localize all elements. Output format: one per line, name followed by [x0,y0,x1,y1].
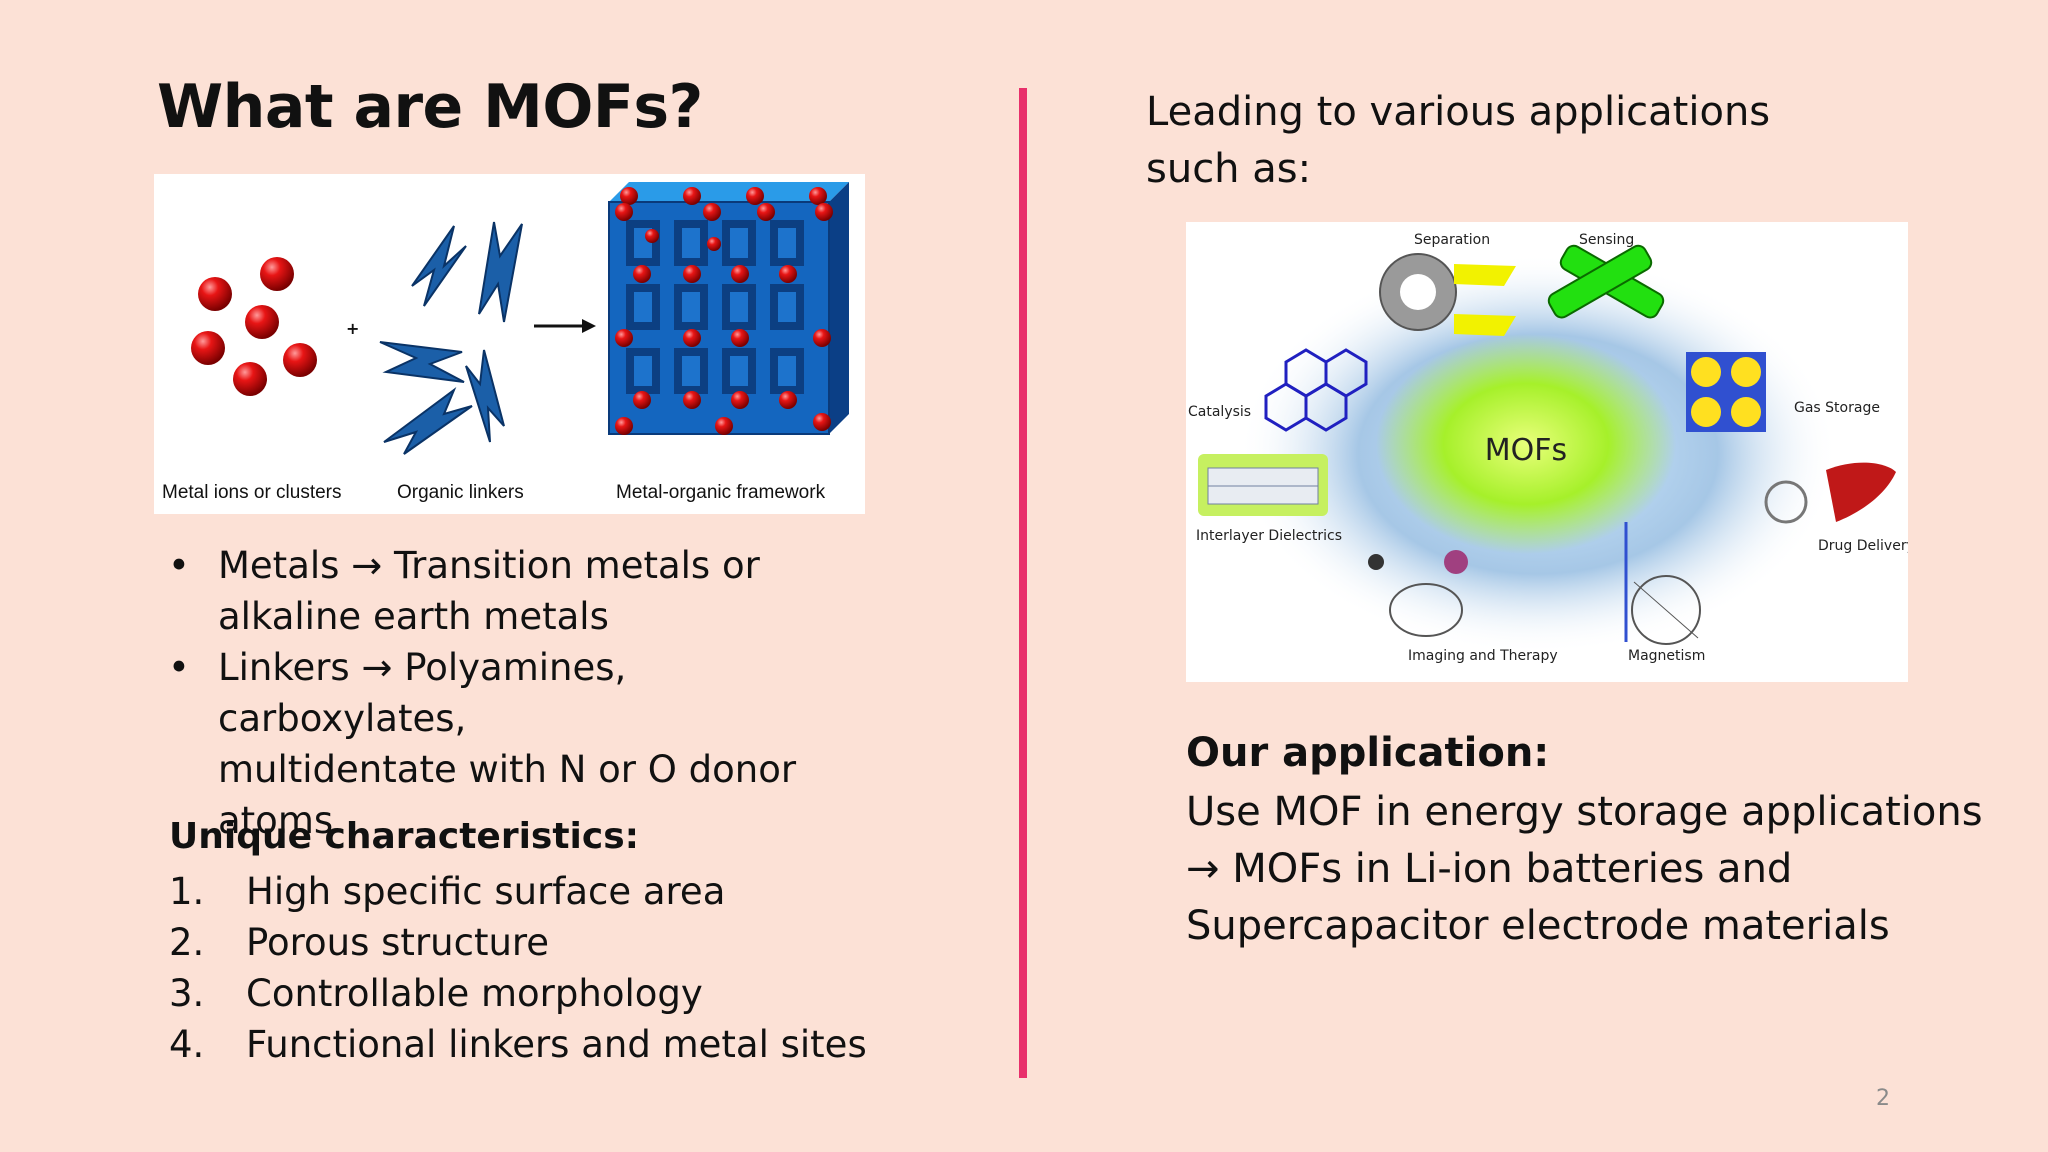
list-item: 2.Porous structure [169,921,550,964]
application-heading: Our application: [1186,730,1550,776]
label-separation: Separation [1414,232,1490,248]
arrow-icon: → [1186,846,1220,892]
arrow-icon: → [361,646,393,689]
imaging-graphic [1368,550,1468,637]
framework-graphic [608,182,849,435]
page-number: 2 [1876,1086,1890,1111]
metal-ions-graphic [191,257,317,396]
drug-delivery-graphic [1764,462,1896,524]
mof-formation-figure: + [154,174,865,514]
catalysis-graphic [1264,348,1368,432]
label-catalysis: Catalysis [1188,404,1251,420]
application-text: Use MOF in energy storage applications →… [1186,789,1983,949]
interlayer-graphic [1198,454,1328,516]
label-imaging: Imaging and Therapy [1408,648,1558,664]
label-interlayer: Interlayer Dielectrics [1196,528,1342,544]
bullet-metals: •Metals → Transition metals or alkaline … [168,544,760,638]
caption-metal-ions: Metal ions or clusters [162,482,342,503]
mofs-center-label: MOFs [1485,433,1567,468]
organic-linkers-graphic [379,221,523,455]
plus-sign: + [346,319,359,338]
component-bullets: •Metals → Transition metals or alkaline … [166,540,886,846]
list-item: 4.Functional linkers and metal sites [169,1023,867,1066]
mof-applications-figure: MOFs [1186,222,1908,682]
sensing-graphic [1547,244,1665,319]
label-magnetism: Magnetism [1628,648,1705,664]
unique-heading: Unique characteristics: [169,816,640,857]
caption-organic-linkers: Organic linkers [397,482,524,503]
label-gas-storage: Gas Storage [1794,400,1880,416]
label-drug-delivery: Drug Delivery [1818,538,1908,554]
arrow-icon: → [351,544,383,587]
gas-storage-graphic [1686,352,1766,432]
list-item: 1.High specific surface area [169,870,726,913]
list-item: 3.Controllable morphology [169,972,703,1015]
unique-characteristics-list: 1.High specific surface area 2.Porous st… [169,866,867,1070]
label-sensing: Sensing [1579,232,1634,248]
magnetism-graphic [1624,522,1701,645]
column-divider [1019,88,1027,1078]
caption-framework: Metal-organic framework [616,482,826,503]
slide-title: What are MOFs? [157,72,703,142]
separation-graphic [1379,253,1516,336]
bullet-linkers: •Linkers → Polyamines, carboxylates, mul… [168,646,797,842]
